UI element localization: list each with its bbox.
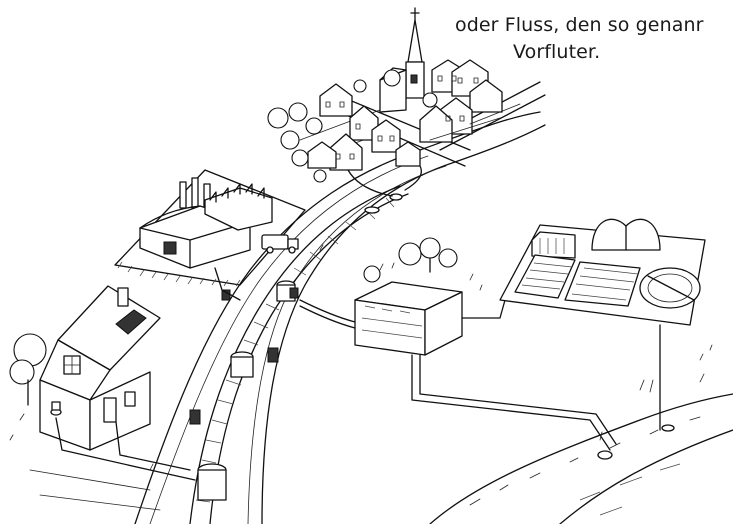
grass-texture (9, 244, 713, 471)
caption-line-1: oder Fluss, den so genanr (455, 14, 704, 36)
road-gullies (189, 287, 299, 425)
sewer-main-pipe (189, 185, 409, 524)
treatment-plant (499, 218, 706, 431)
house-cutaway (9, 285, 196, 511)
village (267, 7, 546, 197)
caption-line-2: Vorfluter. (513, 41, 601, 63)
river (429, 373, 733, 524)
overflow-basin (299, 237, 617, 451)
factory (114, 169, 306, 301)
